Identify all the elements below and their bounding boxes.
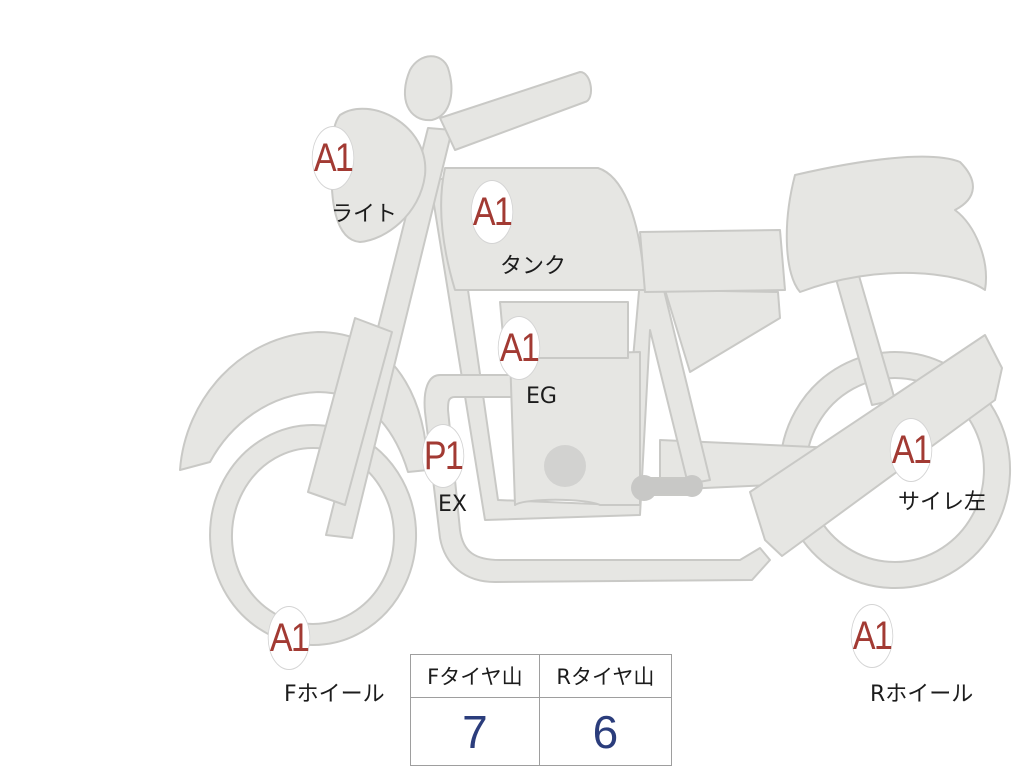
light-label: ライト [331,202,398,227]
tank-label: タンク [500,254,567,279]
front-tire-header: Fタイヤ山 [410,653,540,699]
light-grade-badge: A1 [311,126,355,190]
engine-cover-circle [544,445,586,487]
rear-tire-value: 6 [538,697,673,766]
exhaust-pipe-shape [423,374,771,583]
seat-shape [785,155,987,293]
muffler-left-grade-badge: A1 [889,418,933,482]
front-tire-value: 7 [410,697,540,766]
rear-wheel-grade-badge: A1 [850,604,894,668]
rear-tire-header: Rタイヤ山 [538,653,673,699]
foot-peg-end [681,475,703,497]
mirror-shape [404,55,453,122]
exhaust-grade-badge: P1 [421,424,465,488]
rear-wheel-label: Rホイール [870,682,974,707]
tire-tread-table: Fタイヤ山 Rタイヤ山 7 6 [410,653,673,766]
engine-grade-badge: A1 [497,316,541,380]
muffler-shape [749,334,1003,557]
seat-front-shape [639,229,786,293]
engine-label: EG [526,384,557,409]
side-cover-shape [664,289,781,373]
handlebar-shape [439,71,592,151]
front-wheel-shape [209,424,418,646]
table-header-row: Fタイヤ山 Rタイヤ山 [410,653,673,699]
foot-peg-knob [631,475,657,501]
front-wheel-label: Fホイール [284,682,385,707]
engine-shape [509,351,641,506]
exhaust-label: EX [438,492,467,517]
front-wheel-grade-badge: A1 [267,606,311,670]
fork-lower-shape [307,317,393,506]
table-value-row: 7 6 [410,697,673,766]
tank-grade-badge: A1 [470,180,514,244]
muffler-left-label: サイレ左 [898,490,987,515]
